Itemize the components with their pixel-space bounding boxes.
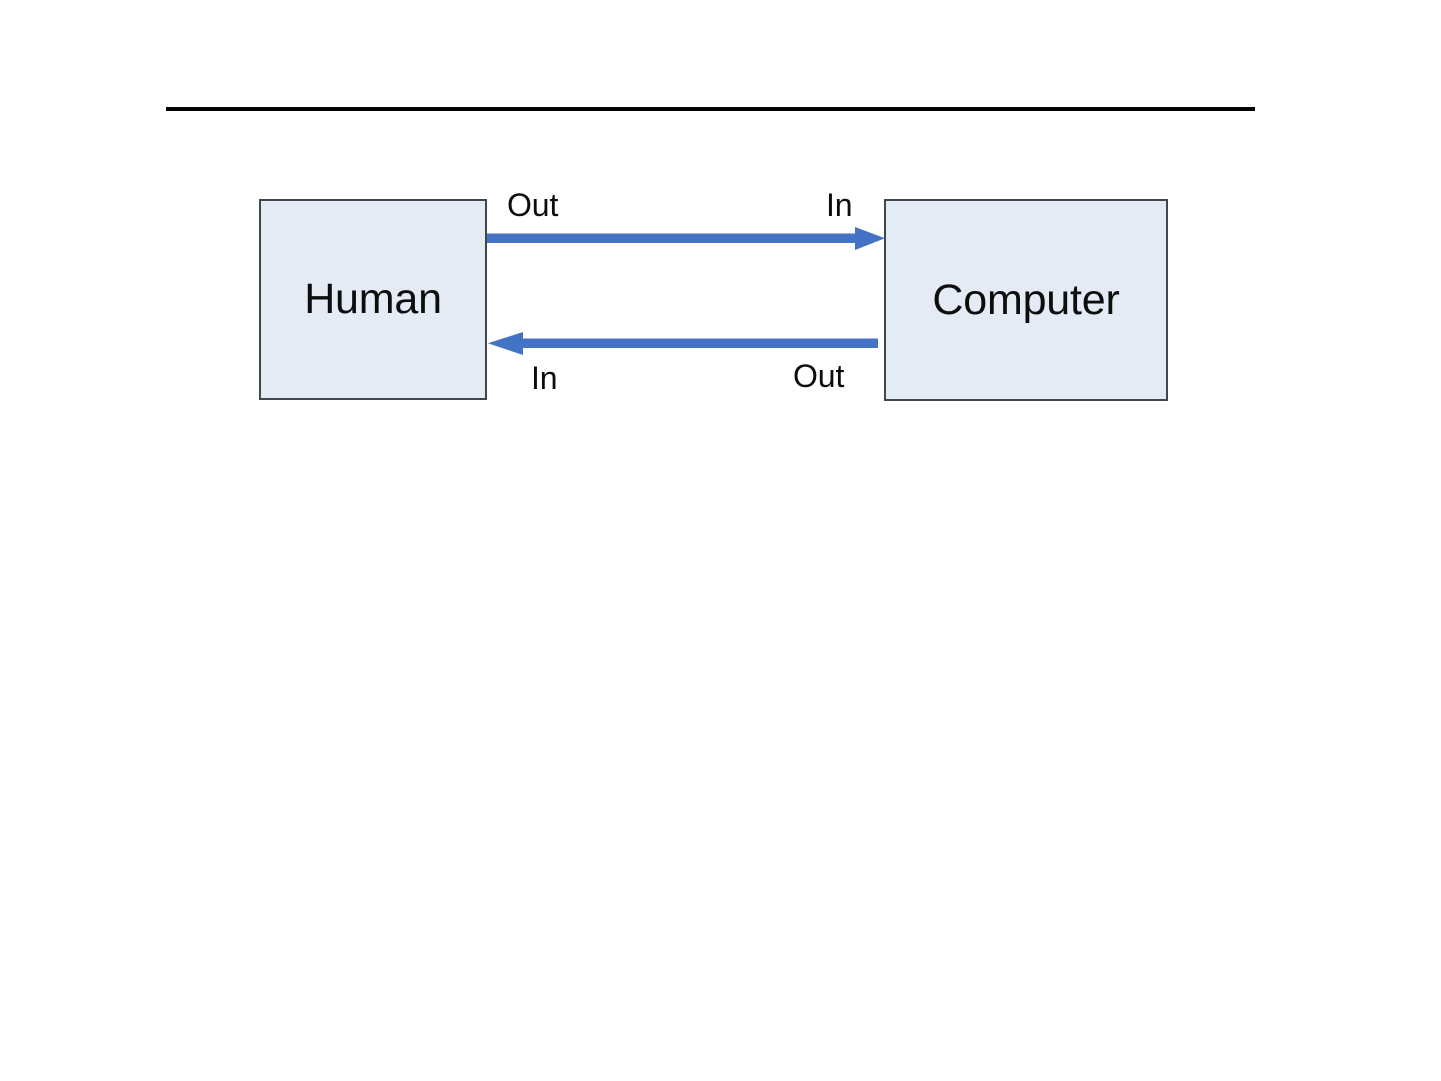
node-human[interactable]: Human	[259, 199, 487, 400]
top-horizontal-rule	[166, 107, 1255, 111]
arrow-layer	[487, 227, 885, 355]
arrow-computer-to-human	[488, 332, 878, 355]
edge-label-human-in: In	[531, 360, 558, 396]
edge-label-human-out: Out	[507, 187, 559, 223]
node-computer[interactable]: Computer	[884, 199, 1168, 401]
node-human-label: Human	[304, 275, 442, 323]
edge-label-computer-out: Out	[793, 358, 845, 394]
arrow-human-to-computer	[487, 227, 885, 250]
human-computer-interaction-diagram: Human Computer Out In In Out	[0, 0, 1441, 440]
node-computer-label: Computer	[932, 275, 1120, 324]
edge-label-computer-in: In	[826, 187, 853, 223]
